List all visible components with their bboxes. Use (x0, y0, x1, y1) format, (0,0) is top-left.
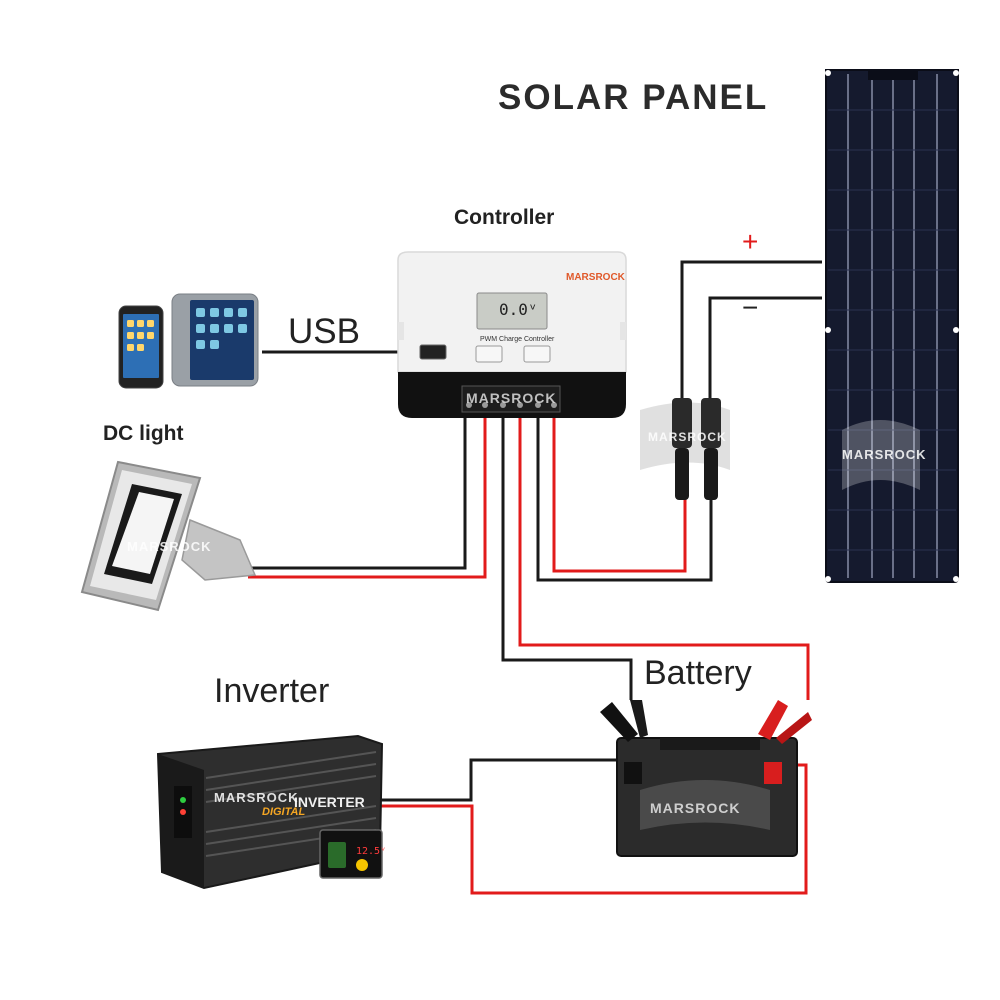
mc4-connectors (640, 398, 730, 500)
panel-negative-wire-bottom (536, 418, 713, 582)
battery-positive-wire (518, 418, 810, 700)
watermark-light: MARSROCK (127, 539, 212, 554)
inverter-label: Inverter (214, 672, 330, 710)
watermark-connector: MARSROCK (648, 430, 727, 444)
phone-and-tablet (118, 293, 259, 389)
dc-light-label: DC light (103, 422, 184, 445)
panel-positive-wire-bottom (552, 418, 687, 573)
inverter-remote-reading: 12.5ᵛ (356, 846, 387, 857)
battery-label: Battery (644, 654, 752, 692)
battery (600, 700, 812, 857)
watermark-panel: MARSROCK (842, 447, 927, 462)
watermark-inverter: MARSROCK (214, 790, 299, 805)
watermark-battery: MARSROCK (650, 800, 741, 816)
controller-lcd-reading: 0.0ᵛ (499, 300, 538, 319)
panel-positive-wire-top (680, 260, 822, 405)
dc-floodlight (80, 460, 257, 612)
solar-panel-title: SOLAR PANEL (498, 78, 769, 117)
solar-panel (825, 69, 959, 583)
inverter-positive-wire (378, 763, 808, 895)
controller-model: PWM Charge Controller (480, 336, 555, 343)
power-inverter (156, 734, 384, 890)
charge-controller (397, 251, 627, 418)
controller-brand: MARSROCK (566, 272, 625, 283)
inverter-brand: INVERTER (294, 794, 365, 810)
controller-title: Controller (454, 206, 555, 229)
negative-terminal-sign: − (742, 292, 759, 323)
battery-negative-wire (501, 418, 633, 700)
inverter-prefix: DIGITAL (262, 806, 306, 818)
wires (248, 260, 822, 895)
inverter-negative-wire (378, 758, 632, 802)
positive-terminal-sign: + (742, 226, 759, 257)
light-positive-wire (248, 418, 487, 579)
light-negative-wire (248, 418, 467, 570)
usb-label: USB (288, 312, 360, 351)
watermark-controller: MARSROCK (466, 390, 557, 406)
panel-negative-wire-top (708, 296, 822, 405)
